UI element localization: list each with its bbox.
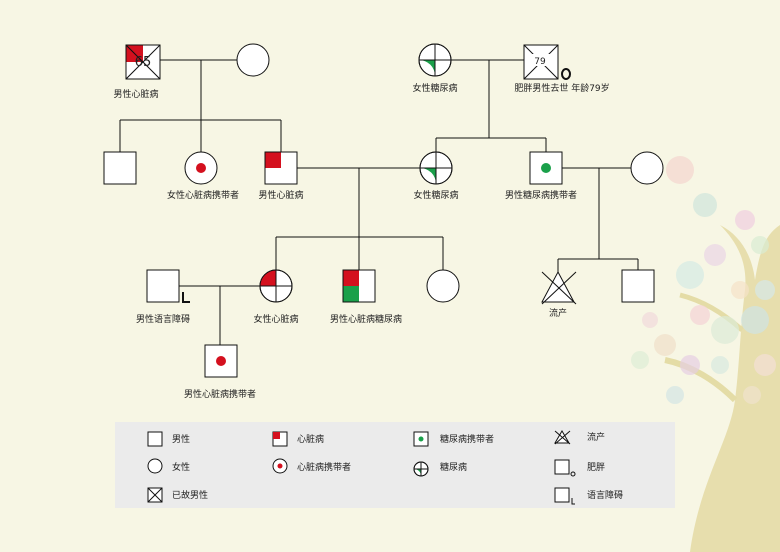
gen4-male-carrier-label: 男性心脏病携带者 [184, 388, 256, 400]
background-tree [631, 156, 780, 552]
gen2-female-heart-carrier [184, 151, 218, 185]
gen3-female-heart-label: 女性心脏病 [253, 313, 298, 325]
gen2-male [103, 151, 137, 185]
gp-male-age: 65 [135, 55, 152, 70]
legend-female-label: 女性 [172, 461, 190, 473]
gp2-male-label: 肥胖男性去世 年龄79岁 [514, 82, 609, 94]
gp2-female-label: 女性糖尿病 [412, 82, 457, 94]
gp2-female-diabetes [418, 43, 452, 77]
female-icon [147, 458, 163, 474]
gen3-male-speech-label: 男性语言障碍 [136, 313, 190, 325]
legend-heart-carrier-label: 心脏病携带者 [297, 461, 351, 473]
heart-carrier-icon [272, 458, 288, 474]
gen3-miscarriage-label: 流产 [549, 307, 567, 319]
gp-male-deceased: 65 [125, 44, 161, 80]
gen2-female-carrier-label: 女性心脏病携带者 [167, 189, 239, 201]
gen2-female-diabetes [419, 151, 453, 185]
legend: 男性 女性 已故男性 心脏病 心脏病携带者 糖尿病携带者 [115, 422, 675, 508]
speech-disorder-icon [554, 487, 575, 505]
gen2-male-heart-label: 男性心脏病 [258, 189, 303, 201]
gen3-male-speech-disorder [146, 269, 190, 303]
miscarriage-icon [554, 430, 571, 445]
gen2-male-diabetes-carrier [529, 151, 563, 185]
pedigree-lines [119, 59, 639, 345]
gp-female [236, 43, 270, 77]
gp2-male-age: 79 [534, 57, 546, 67]
legend-diabetes-label: 糖尿病 [440, 461, 467, 473]
legend-male-label: 男性 [172, 433, 190, 445]
gen3-miscarriage [541, 270, 577, 305]
gen2-male-diabetes-carrier-label: 男性糖尿病携带者 [505, 189, 577, 201]
legend-background [115, 422, 675, 508]
legend-diabetes-carrier-label: 糖尿病携带者 [440, 433, 494, 445]
diabetes-icon [413, 461, 429, 477]
gen3-male-heart-diabetes [342, 269, 376, 303]
legend-obese-label: 肥胖 [587, 462, 605, 473]
diabetes-carrier-icon [413, 431, 429, 447]
legend-speech-label: 语言障碍 [587, 489, 623, 501]
obese-marker-icon [561, 68, 571, 80]
legend-deceased-label: 已故男性 [172, 489, 208, 501]
gen3-male-heart-diabetes-label: 男性心脏病糖尿病 [330, 313, 402, 325]
gen2-female-diabetes-label: 女性糖尿病 [413, 189, 458, 201]
deceased-male-icon [147, 487, 163, 503]
gen3-male-right [621, 269, 655, 303]
gp-male-label: 男性心脏病 [113, 88, 158, 100]
gen4-male-heart-carrier [204, 344, 238, 378]
gen3-female [426, 269, 460, 303]
speech-disorder-marker-icon [182, 292, 190, 303]
male-icon [147, 431, 163, 447]
gen3-female-heart [259, 269, 293, 303]
legend-miscarriage-label: 流产 [587, 431, 605, 443]
legend-heart-label: 心脏病 [297, 433, 324, 445]
heart-disease-icon [272, 431, 288, 447]
obese-icon [554, 459, 576, 477]
gp2-male-deceased-obese: 79 [523, 44, 571, 80]
gen2-female-spouse [630, 151, 664, 185]
gen2-male-heart [264, 151, 298, 185]
